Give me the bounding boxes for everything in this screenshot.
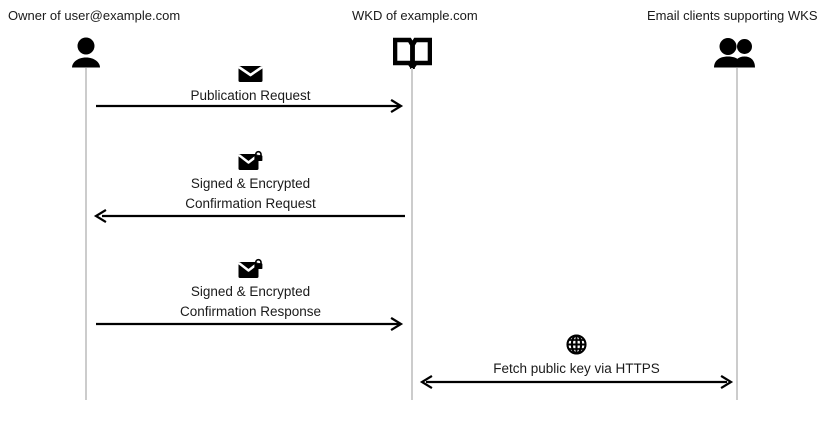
book-icon [392,37,433,74]
users-icon [712,38,762,68]
envelope-lock-icon [238,258,263,279]
globe-icon [566,334,587,355]
message-label-fetch-public-key: Fetch public key via HTTPS [493,361,660,376]
arrow-publication-request [96,98,404,114]
participant-label-owner: Owner of user@example.com [8,8,181,23]
person-icon [68,36,104,68]
envelope-lock-icon [238,150,263,171]
arrow-confirmation-response [96,316,404,332]
envelope-icon [238,64,263,83]
message-label-confirmation-request-line1: Signed & Encrypted [190,176,311,191]
message-label-confirmation-request-line2: Confirmation Request [185,196,316,211]
arrow-fetch-public-key [419,374,734,390]
participant-label-wkd: WKD of example.com [352,8,478,23]
lifeline-owner [85,68,87,400]
participant-label-clients: Email clients supporting WKS [647,8,818,23]
arrow-confirmation-request [93,208,405,224]
lifeline-clients [736,68,738,400]
message-label-confirmation-response-line2: Confirmation Response [179,304,322,319]
message-label-publication-request: Publication Request [190,88,311,103]
message-label-confirmation-response-line1: Signed & Encrypted [190,284,311,299]
lifeline-wkd [411,68,413,400]
